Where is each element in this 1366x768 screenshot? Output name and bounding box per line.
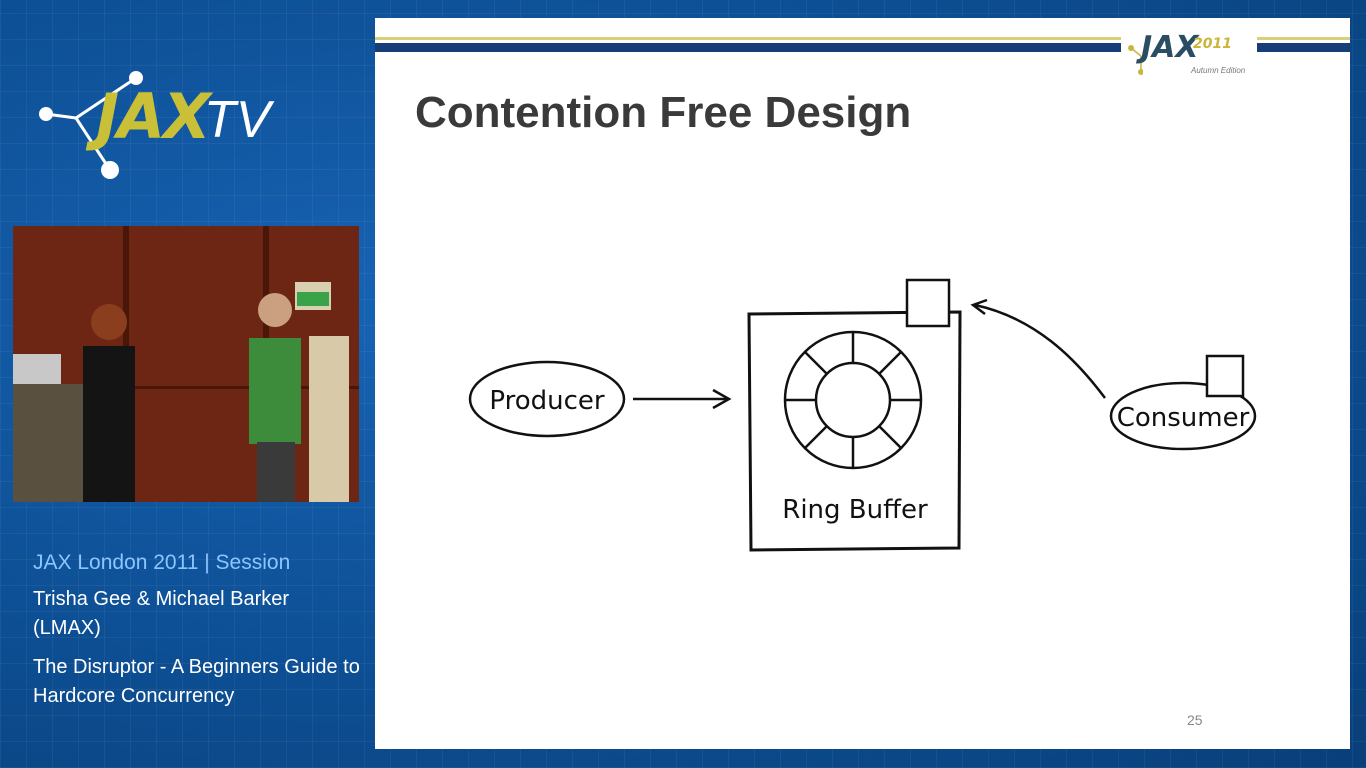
slide-logo-year: 2011 — [1193, 36, 1232, 52]
slide-stripe-thick — [375, 43, 1350, 52]
slide-stripe-thin — [375, 37, 1350, 40]
slide-logo-jax: JAX — [1141, 30, 1199, 65]
logo-jax-text: JAX — [96, 80, 211, 153]
logo-network-icon — [39, 71, 143, 179]
speaker-video[interactable] — [13, 226, 359, 502]
jax-tv-logo: JAX TV — [36, 70, 286, 185]
slide-logo-dots-icon — [1128, 45, 1143, 75]
consumer-arrow — [974, 303, 1106, 399]
speaker-1 — [91, 304, 127, 340]
sequence-square — [905, 278, 951, 328]
slide-title: Contention Free Design — [415, 88, 912, 137]
speaker-names: Trisha Gee & Michael Barker (LMAX) — [33, 588, 290, 639]
ring-slots — [785, 332, 921, 468]
talk-title-text: The Disruptor - A Beginners Guide to Har… — [33, 656, 360, 707]
ring-buffer-label: Ring Buffer — [782, 495, 928, 525]
ring-inner — [814, 361, 892, 439]
consumer-bubble — [1109, 381, 1257, 451]
slide-jax-logo: JAX 2011 Autumn Edition — [1121, 24, 1257, 82]
producer-bubble — [468, 360, 626, 438]
video-frame — [13, 226, 359, 502]
logo-tv-text: TV — [204, 91, 271, 149]
ring-buffer-box — [747, 310, 962, 552]
presentation-slide: JAX 2011 Autumn Edition Contention Free … — [375, 18, 1350, 749]
producer-label: Producer — [489, 386, 605, 416]
slide-logo-edition: Autumn Edition — [1191, 66, 1246, 75]
session-label: JAX London 2011 | Session — [33, 551, 291, 574]
consumer-square — [1205, 354, 1245, 398]
slide-page-number: 25 — [1187, 712, 1203, 728]
consumer-label: Consumer — [1117, 403, 1250, 433]
session-info: JAX London 2011 | Session Trisha Gee & M… — [33, 551, 363, 711]
ring-buffer-diagram: Producer Ring Buffer Consumer — [468, 278, 1257, 552]
laptop-icon — [13, 354, 61, 384]
talk-title: The Disruptor - A Beginners Guide to Har… — [33, 653, 363, 711]
speaker-2 — [258, 293, 292, 327]
